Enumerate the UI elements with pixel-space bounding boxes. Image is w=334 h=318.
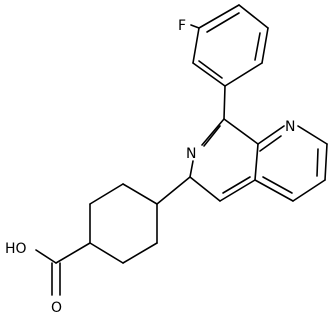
bond [192,27,200,64]
double-bond [222,176,251,194]
bond [219,179,256,202]
ring-nitrogen-left-label: N [186,146,196,162]
carboxylic-acid-group [35,242,91,296]
double-bond [259,135,282,152]
double-bond [198,60,223,79]
bond [201,118,225,146]
double-bond [316,148,319,177]
bond [261,27,269,64]
bond [224,62,263,87]
bond [254,179,294,202]
bond [122,242,158,264]
bond [189,160,194,178]
bond [257,125,285,145]
bond [122,183,158,205]
cyclohexane-ring [89,183,158,264]
bond [297,125,328,145]
bond [192,62,226,87]
carbonyl-oxygen-label: O [51,300,62,316]
bond [89,242,124,264]
naphthyridine-ring-left [189,118,259,202]
bond [254,143,259,181]
double-bond [262,176,293,194]
bond [35,249,57,264]
bond [223,85,226,120]
double-bond [254,32,261,61]
bond [238,4,269,29]
bond [189,176,221,202]
bond [198,4,240,29]
naphthyridine-ring-right [254,125,328,202]
double-bond [203,125,221,147]
fluorophenyl-ring [190,4,269,87]
bond [324,143,328,181]
bond [156,176,191,205]
double-bond [206,12,240,33]
fluorine-label: F [178,18,186,34]
bond [89,183,124,205]
bond [55,242,91,264]
hydroxyl-label: HO [5,241,27,257]
bond [223,118,259,145]
bond [190,24,200,29]
ring-nitrogen-right-label: N [285,119,295,135]
bond [292,179,326,202]
